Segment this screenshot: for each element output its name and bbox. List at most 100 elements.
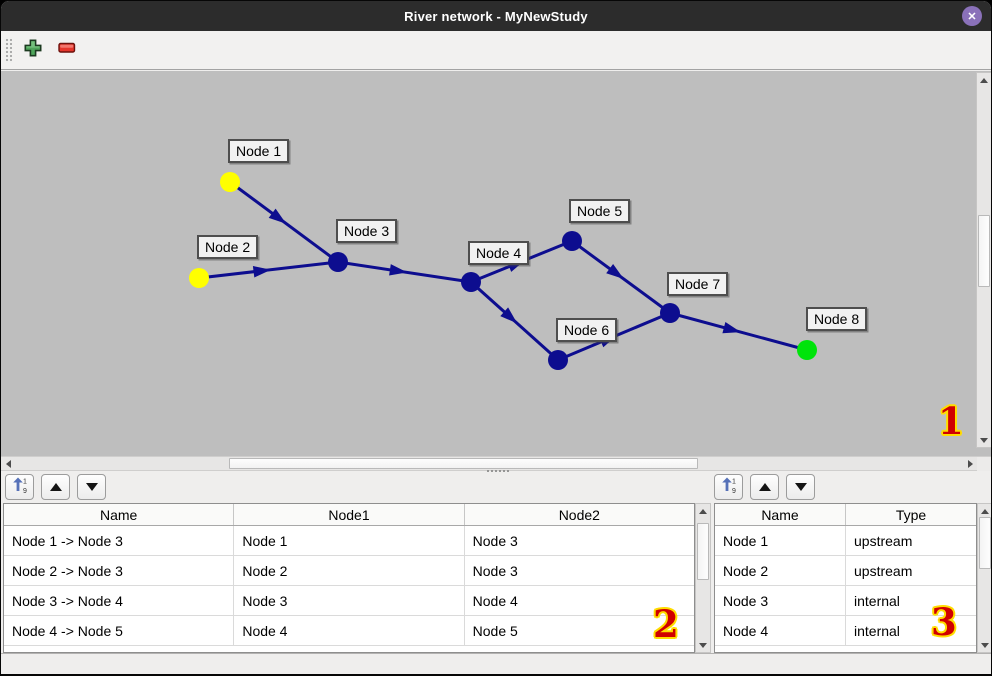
node-label-node-3[interactable]: Node 3	[336, 219, 398, 243]
nodes-move-down-button[interactable]	[786, 474, 815, 500]
scroll-down-button[interactable]	[696, 638, 710, 652]
horizontal-splitter-handle[interactable]	[486, 469, 510, 473]
add-node-button[interactable]	[20, 37, 46, 63]
node-label-node-4[interactable]: Node 4	[468, 241, 530, 265]
node-label-node-5[interactable]: Node 5	[569, 199, 631, 223]
scroll-right-button[interactable]	[963, 457, 977, 470]
table-row[interactable]: Node 1 upstream	[715, 526, 976, 556]
node-label-node-1[interactable]: Node 1	[228, 139, 290, 163]
arrow-up-icon	[981, 508, 989, 514]
table-cell: Node 1	[234, 526, 465, 555]
reaches-table-scrollbar[interactable]	[695, 503, 711, 653]
horizontal-scroll-thumb[interactable]	[229, 458, 698, 469]
arrow-left-icon	[5, 459, 11, 468]
svg-text:9: 9	[23, 488, 27, 494]
reaches-move-down-button[interactable]	[77, 474, 106, 500]
graph-node-7[interactable]	[660, 303, 680, 323]
annotation-number-1: 1	[938, 399, 964, 443]
scrollbar-corner	[977, 456, 991, 471]
graph-node-2[interactable]	[189, 268, 209, 288]
table-cell: Node 5	[472, 622, 518, 639]
svg-text:1: 1	[23, 478, 27, 485]
arrow-up-icon	[699, 508, 707, 514]
table-cell: Node 2	[715, 556, 846, 585]
river-network-canvas[interactable]: Node 1 Node 2 Node 3 Node 4 Node 5 Node 6 Node…	[1, 71, 991, 456]
toolbar-drag-handle[interactable]	[4, 37, 12, 63]
scroll-down-button[interactable]	[978, 638, 991, 652]
arrow-down-icon	[981, 642, 989, 648]
graph-node-5[interactable]	[562, 231, 582, 251]
column-header-type[interactable]: Type	[895, 506, 927, 523]
arrow-down-icon	[980, 437, 988, 443]
table-cell: Node 4	[234, 616, 465, 645]
titlebar[interactable]: River network - MyNewStudy ✕	[1, 1, 991, 31]
remove-node-button[interactable]	[54, 37, 80, 63]
close-button[interactable]: ✕	[962, 6, 982, 26]
table-cell: Node 2	[234, 556, 465, 585]
table-cell: Node 3 -> Node 4	[4, 586, 235, 615]
node-label-node-6[interactable]: Node 6	[556, 318, 618, 342]
annotation-number-3: 3	[931, 600, 957, 644]
graph-node-4[interactable]	[461, 272, 481, 292]
edge-arrow-icon	[389, 264, 408, 276]
scroll-left-button[interactable]	[1, 457, 15, 470]
main-toolbar	[1, 31, 991, 70]
scroll-up-button[interactable]	[977, 73, 991, 87]
column-header-node2[interactable]: Node2	[558, 506, 600, 523]
arrow-down-icon	[699, 642, 707, 648]
vertical-scroll-thumb[interactable]	[697, 523, 709, 580]
graph-node-3[interactable]	[328, 252, 348, 272]
canvas-vertical-scrollbar[interactable]	[976, 72, 991, 448]
arrow-right-icon	[967, 459, 973, 468]
arrow-up-icon	[980, 77, 988, 83]
table-cell: upstream	[854, 532, 913, 549]
node-label-node-8[interactable]: Node 8	[806, 307, 868, 331]
table-cell: Node 4	[472, 592, 518, 609]
edge-arrow-icon	[722, 322, 741, 334]
column-header-name[interactable]: Name	[715, 504, 846, 525]
svg-text:1: 1	[732, 478, 736, 485]
node-label-node-7[interactable]: Node 7	[667, 272, 729, 296]
nodes-table-header: Name Type	[715, 504, 976, 526]
triangle-up-icon	[758, 483, 771, 491]
column-header-node1[interactable]: Node1	[234, 504, 465, 525]
reaches-move-up-button[interactable]	[41, 474, 70, 500]
nodes-table-scrollbar[interactable]	[977, 503, 991, 653]
scroll-up-button[interactable]	[696, 504, 710, 518]
graph-node-8[interactable]	[797, 340, 817, 360]
table-cell: Node 3	[472, 532, 518, 549]
river-network-svg	[189, 172, 817, 370]
table-cell: Node 1 -> Node 3	[4, 526, 235, 555]
scroll-up-button[interactable]	[978, 504, 991, 518]
graph-node-6[interactable]	[548, 350, 568, 370]
scroll-down-button[interactable]	[977, 433, 991, 447]
status-bar	[1, 653, 991, 674]
node-label-node-2[interactable]: Node 2	[197, 235, 259, 259]
table-cell: Node 1	[715, 526, 846, 555]
edge-arrow-icon	[606, 264, 624, 279]
vertical-scroll-thumb[interactable]	[979, 517, 991, 569]
graph-node-1[interactable]	[220, 172, 240, 192]
column-header-name[interactable]: Name	[4, 504, 235, 525]
minus-icon	[58, 41, 76, 59]
table-cell: Node 3	[715, 586, 846, 615]
plus-icon	[24, 39, 42, 62]
nodes-move-up-button[interactable]	[750, 474, 779, 500]
vertical-scroll-thumb[interactable]	[978, 215, 990, 287]
